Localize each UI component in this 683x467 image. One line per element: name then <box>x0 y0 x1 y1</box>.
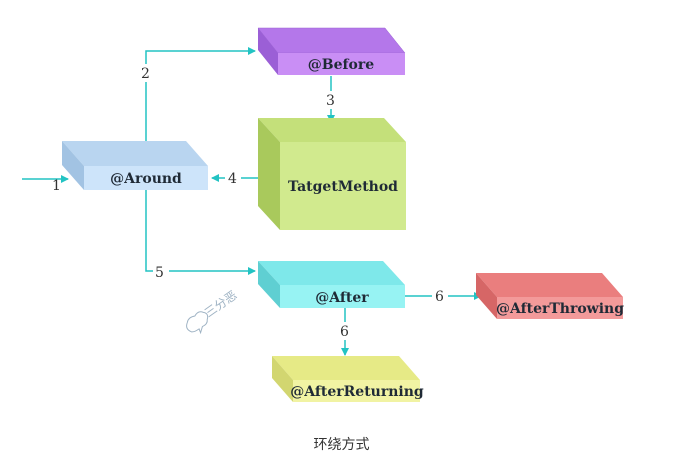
edge-5: 5 <box>145 190 256 281</box>
target-method-node: TatgetMethod <box>258 118 406 230</box>
before-node: @Before <box>257 27 406 75</box>
edge-label-1: 1 <box>52 178 61 194</box>
edge-6-throwing: 6 <box>405 287 482 305</box>
edge-label-6-returning: 6 <box>340 324 349 340</box>
target-method-label: TatgetMethod <box>288 179 398 195</box>
edge-label-5: 5 <box>155 265 164 281</box>
edge-1: 1 <box>22 175 69 194</box>
figure-caption: 环绕方式 <box>313 437 370 453</box>
watermark-text: 三分恶 <box>202 288 240 320</box>
edge-4: 4 <box>211 169 258 187</box>
edge-3: 3 <box>324 76 340 123</box>
after-label: @After <box>315 290 369 306</box>
around-label: @Around <box>110 171 182 187</box>
edge-label-4: 4 <box>228 171 237 187</box>
after-throwing-node: @AfterThrowing <box>476 273 624 319</box>
after-throwing-label: @AfterThrowing <box>496 301 624 317</box>
edge-label-3: 3 <box>326 93 335 109</box>
before-label: @Before <box>308 57 374 73</box>
edge-label-2: 2 <box>141 66 150 82</box>
watermark: 三分恶 <box>186 288 240 335</box>
around-node: @Around <box>62 141 208 190</box>
edge-6-returning: 6 <box>337 308 353 356</box>
after-returning-node: @AfterReturning <box>272 356 424 402</box>
edge-label-6-throwing: 6 <box>435 289 444 305</box>
after-returning-label: @AfterReturning <box>290 384 424 400</box>
edge-2: 2 <box>138 47 256 141</box>
after-node: @After <box>258 261 405 308</box>
wechat-icon <box>186 311 209 335</box>
